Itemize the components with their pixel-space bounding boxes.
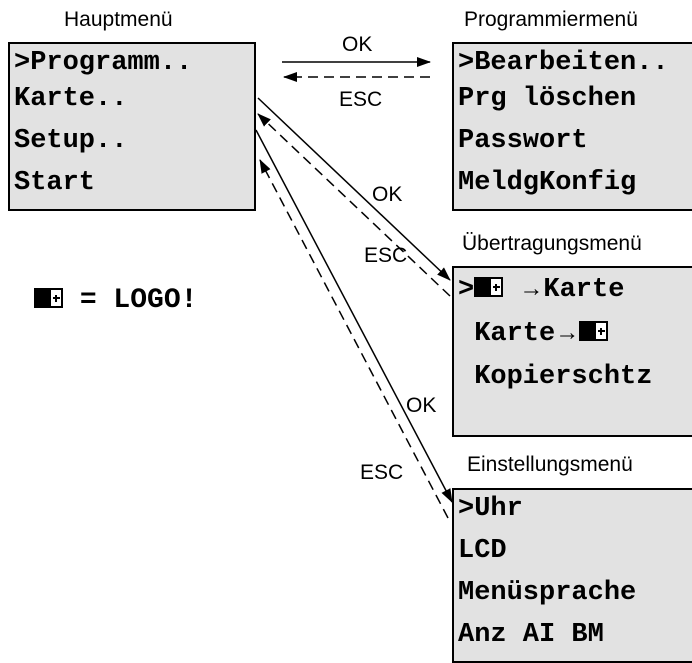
main-menu-title: Hauptmenü bbox=[64, 8, 173, 31]
program-menu-item-prg-loeschen[interactable]: Prg löschen bbox=[458, 84, 637, 114]
settings-menu-item-uhr[interactable]: >Uhr bbox=[458, 494, 523, 524]
logo-module-icon bbox=[579, 321, 609, 341]
ok-label-transfer: OK bbox=[372, 183, 403, 206]
settings-menu-item-menuesprache[interactable]: Menüsprache bbox=[458, 578, 637, 608]
cursor-marker: > bbox=[458, 275, 475, 305]
transfer-menu-item-logo-to-card[interactable]: > →Karte bbox=[458, 272, 624, 307]
transfer-item-label: Karte bbox=[474, 319, 556, 349]
main-menu-item-karte[interactable]: Karte.. bbox=[14, 84, 128, 114]
transfer-menu-display: > →Karte >Karte→ >Kopierschtz bbox=[452, 266, 692, 437]
program-menu-item-passwort[interactable]: Passwort bbox=[458, 126, 588, 156]
settings-menu-title: Einstellungsmenü bbox=[467, 453, 633, 476]
esc-label-settings: ESC bbox=[360, 461, 404, 484]
logo-legend: = LOGO! bbox=[34, 284, 197, 318]
program-menu-display: >Bearbeiten.. Prg löschen Passwort Meldg… bbox=[452, 42, 692, 211]
transfer-item-label: Karte bbox=[543, 275, 625, 305]
main-menu-item-programm[interactable]: >Programm.. bbox=[14, 48, 193, 78]
settings-menu-item-lcd[interactable]: LCD bbox=[458, 536, 507, 566]
legend-text: = LOGO! bbox=[79, 285, 198, 316]
transfer-menu-item-card-to-logo[interactable]: >Karte→ bbox=[458, 316, 609, 351]
program-menu-item-bearbeiten[interactable]: >Bearbeiten.. bbox=[458, 48, 669, 78]
right-arrow-icon: → bbox=[555, 319, 580, 346]
main-menu-item-setup[interactable]: Setup.. bbox=[14, 126, 128, 156]
ok-label-settings: OK bbox=[406, 394, 437, 417]
logo-module-icon bbox=[474, 277, 504, 297]
main-menu-display: >Programm.. Karte.. Setup.. Start bbox=[8, 42, 256, 211]
program-menu-title: Programmiermenü bbox=[464, 8, 638, 31]
ok-label-program: OK bbox=[342, 33, 373, 56]
settings-menu-item-anz-ai-bm[interactable]: Anz AI BM bbox=[458, 620, 604, 650]
program-menu-item-meldgkonfig[interactable]: MeldgKonfig bbox=[458, 168, 637, 198]
logo-module-icon bbox=[34, 288, 63, 308]
settings-menu-display: >Uhr LCD Menüsprache Anz AI BM bbox=[452, 488, 692, 663]
esc-arrow-from-transfer bbox=[257, 113, 451, 297]
esc-arrow-from-settings bbox=[259, 159, 449, 519]
right-arrow-icon: → bbox=[519, 275, 544, 302]
transfer-menu-item-kopierschutz[interactable]: >Kopierschtz bbox=[458, 360, 652, 394]
ok-arrow-to-settings bbox=[255, 129, 453, 503]
transfer-item-label: Kopierschtz bbox=[474, 362, 653, 392]
esc-label-program: ESC bbox=[339, 88, 383, 111]
transfer-menu-title: Übertragungsmenü bbox=[462, 232, 642, 255]
main-menu-item-start[interactable]: Start bbox=[14, 168, 96, 198]
esc-label-transfer: ESC bbox=[364, 244, 408, 267]
ok-arrow-to-transfer bbox=[257, 97, 451, 281]
